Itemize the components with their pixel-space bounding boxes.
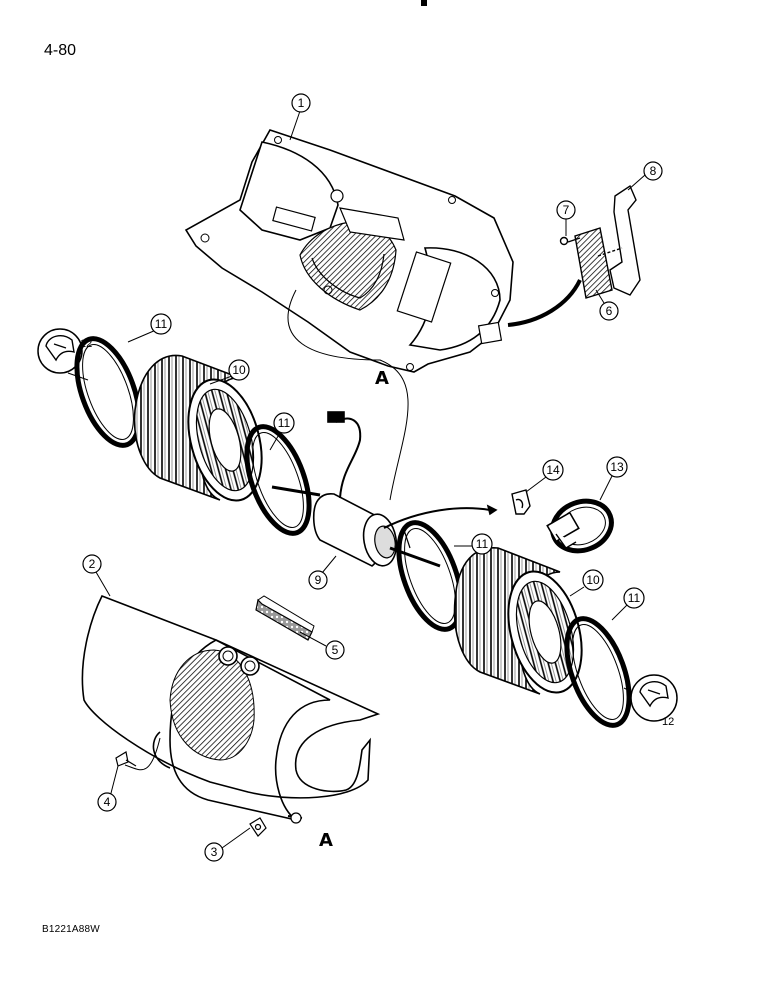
blower-wheel-right [453, 547, 583, 695]
callout-9: 9 [308, 570, 328, 590]
callout-10-right: 10 [582, 569, 604, 591]
callout-11-outer-right: 11 [623, 587, 645, 609]
callout-2: 2 [82, 554, 102, 574]
callout-8: 8 [643, 161, 663, 181]
clip-lower-right [623, 674, 678, 722]
callout-7: 7 [556, 200, 576, 220]
callout-6: 6 [599, 301, 619, 321]
callout-13: 13 [606, 456, 628, 478]
svg-text:7: 7 [563, 203, 570, 217]
svg-text:11: 11 [278, 416, 291, 430]
svg-text:9: 9 [315, 573, 322, 587]
screw-part-4 [115, 751, 137, 767]
callout-12-lower: 12 [662, 716, 674, 728]
resistor-bracket-assembly [559, 184, 641, 299]
svg-text:11: 11 [476, 537, 489, 551]
lower-housing [81, 594, 381, 824]
seal-ring-left-inner [244, 424, 312, 536]
svg-text:1: 1 [298, 96, 305, 110]
svg-text:6: 6 [606, 304, 613, 318]
svg-text:14: 14 [546, 463, 560, 477]
callout-10-left: 10 [228, 359, 250, 381]
figure-code: B1221A88W [42, 924, 100, 935]
callout-4: 4 [97, 792, 117, 812]
svg-text:10: 10 [232, 363, 246, 377]
lower-wire-lead [124, 737, 161, 771]
callout-3: 3 [204, 842, 224, 862]
reference-a-upper: A [375, 368, 389, 389]
blower-wheel-left [133, 354, 263, 502]
callout-12-upper: 12 [80, 338, 92, 350]
callout-14: 14 [542, 459, 564, 481]
top-cut-mark [421, 0, 427, 6]
callout-5: 5 [325, 640, 345, 660]
upper-housing [184, 129, 514, 373]
svg-text:4: 4 [104, 795, 111, 809]
motor-wire-upper [287, 289, 409, 501]
seal-ring-right-inner [396, 520, 464, 632]
callout-11-inner-right: 11 [471, 533, 493, 555]
reference-a-lower: A [319, 830, 333, 851]
svg-text:11: 11 [155, 317, 168, 331]
svg-text:3: 3 [211, 845, 218, 859]
svg-text:11: 11 [628, 591, 641, 605]
svg-text:10: 10 [586, 573, 600, 587]
wire-lead [507, 279, 582, 327]
seal-ring-right-outer [564, 616, 632, 728]
svg-text:5: 5 [332, 643, 339, 657]
svg-text:8: 8 [650, 164, 657, 178]
callout-11-upper-left: 11 [150, 313, 172, 335]
blower-motor [271, 411, 498, 568]
clip-part-3 [249, 817, 267, 837]
seal-ring-left-outer [74, 336, 142, 448]
callout-1: 1 [291, 93, 311, 113]
mounting-clip [511, 489, 531, 515]
hose-clamp [546, 498, 614, 554]
leader-lines [95, 110, 646, 849]
page-number: 4-80 [44, 42, 77, 59]
foam-gasket-strip [255, 595, 315, 641]
svg-text:2: 2 [89, 557, 96, 571]
svg-text:13: 13 [610, 460, 624, 474]
callout-11-inner-left: 11 [273, 412, 295, 434]
